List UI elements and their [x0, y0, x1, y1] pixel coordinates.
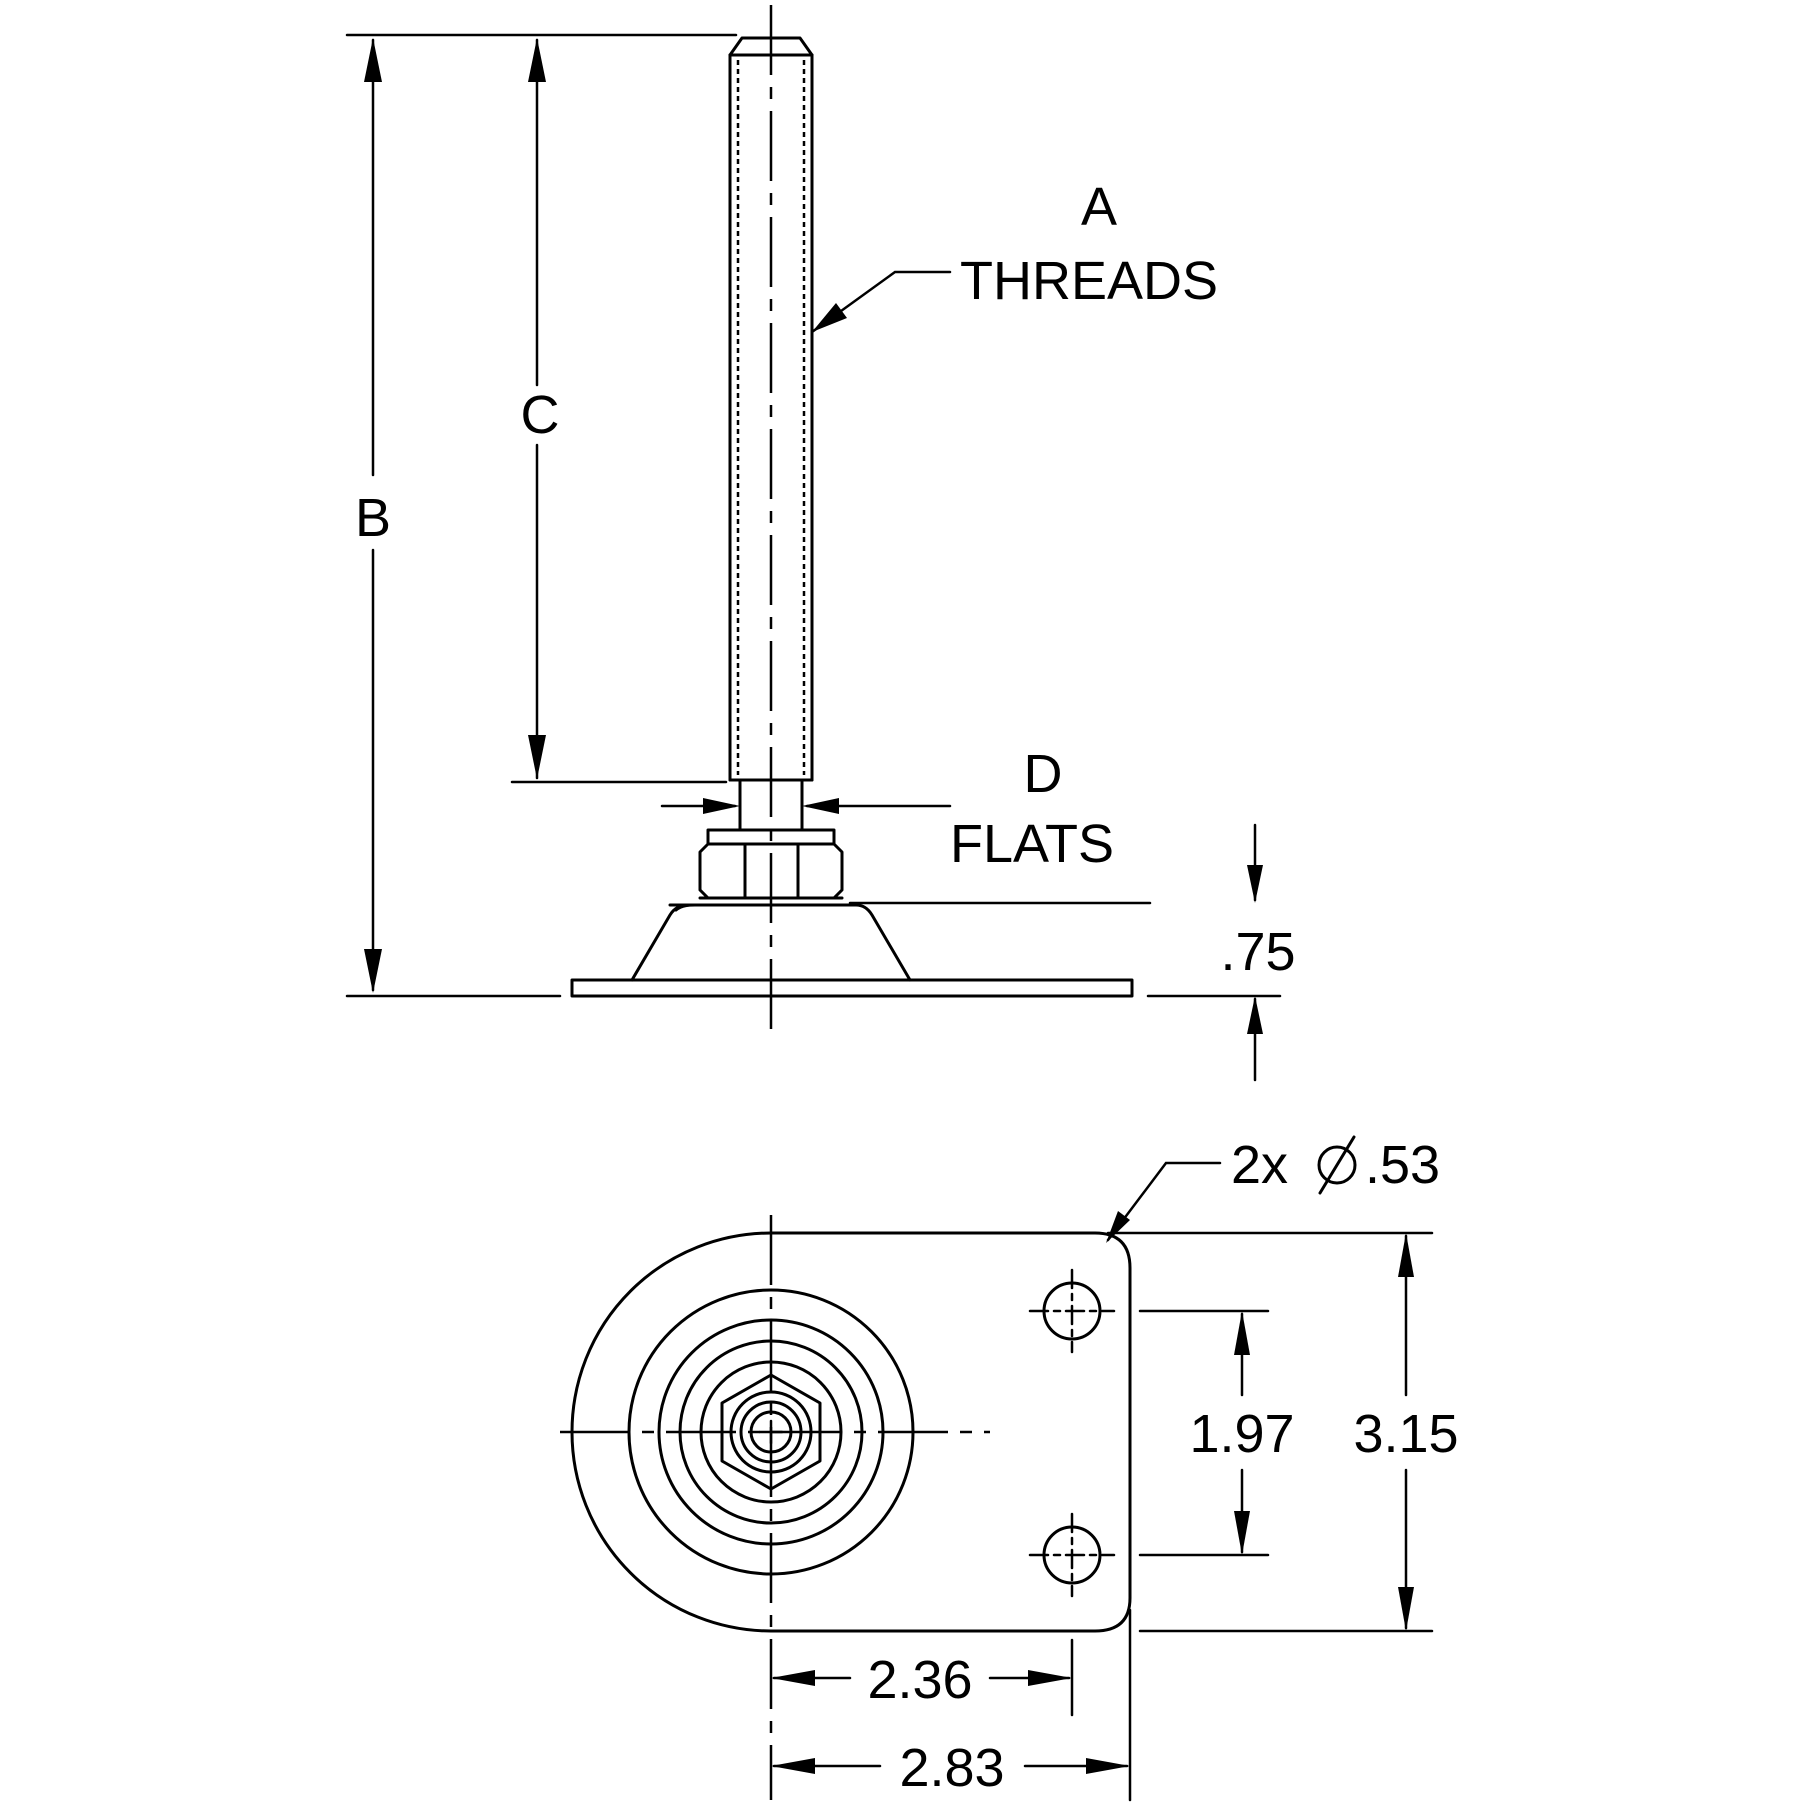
length-dimension: 2.83 [771, 1608, 1132, 1802]
dimension-b: B [345, 33, 738, 998]
hole-spacing-dimension: 1.97 [1138, 1309, 1295, 1557]
label-flats: FLATS [950, 814, 1114, 874]
dimension-c: C [510, 38, 728, 784]
label-threads: THREADS [960, 251, 1218, 311]
label-hole-offset: 2.36 [867, 1650, 972, 1710]
base-height-dimension: .75 [848, 823, 1296, 1082]
top-view: 2x .53 1.97 3.15 [560, 1135, 1459, 1802]
hole-offset-dimension: 2.36 [771, 1638, 1074, 1717]
hole-callout: 2x .53 [1106, 1135, 1440, 1243]
label-length: 2.83 [899, 1738, 1004, 1798]
leveler-base [570, 896, 1134, 998]
threaded-stud [728, 36, 814, 832]
threads-callout: A THREADS [810, 177, 1218, 334]
label-hole-spacing: 1.97 [1189, 1404, 1294, 1464]
label-holes-count: 2x [1231, 1135, 1288, 1195]
label-a: A [1081, 177, 1117, 237]
label-c: C [521, 385, 560, 445]
mounting-hole-bottom [1028, 1512, 1116, 1598]
flats-dimension: D FLATS [660, 744, 1114, 874]
label-d: D [1024, 744, 1063, 804]
base-outline [570, 1231, 1132, 1633]
mounting-hole-top [1028, 1268, 1116, 1354]
label-b: B [355, 488, 391, 548]
width-dimension: 3.15 [1106, 1231, 1459, 1633]
side-view: B C A THREADS D FLATS [345, 5, 1296, 1082]
label-width: 3.15 [1353, 1404, 1458, 1464]
label-hole-diameter: .53 [1365, 1135, 1440, 1195]
diameter-icon [1317, 1135, 1357, 1195]
label-base-height: .75 [1220, 922, 1295, 982]
